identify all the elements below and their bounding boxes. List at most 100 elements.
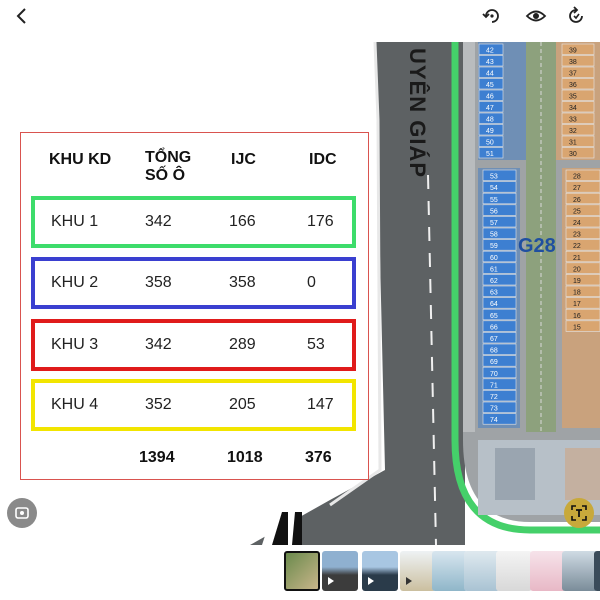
lot-number: 59 <box>490 243 498 250</box>
lot-cell <box>565 192 600 205</box>
lot-number: 45 <box>486 82 494 89</box>
lot-cell <box>565 285 600 297</box>
back-button[interactable] <box>8 2 36 30</box>
lot-cell <box>482 181 517 193</box>
lot-number: 15 <box>573 324 581 331</box>
lot-cell <box>482 227 517 239</box>
lot-cell <box>565 320 600 332</box>
lot-number: 49 <box>486 128 494 135</box>
zone-row-khu-3: KHU 3 342 289 53 <box>31 319 356 371</box>
lot-cell <box>478 124 504 136</box>
thumbnail[interactable] <box>562 551 598 591</box>
lot-number: 27 <box>573 185 581 192</box>
lot-number: 22 <box>573 243 581 250</box>
thumbnail[interactable] <box>362 551 398 591</box>
lot-number: 36 <box>569 82 577 89</box>
block-label: G28 <box>518 235 556 257</box>
lot-number: 19 <box>573 278 581 285</box>
lot-number: 32 <box>569 128 577 135</box>
rotate-icon <box>482 9 499 23</box>
lot-number: 53 <box>490 174 498 181</box>
lot-cell <box>482 297 517 309</box>
extract-text-button[interactable] <box>564 498 594 528</box>
eye-icon <box>525 10 547 22</box>
view-button[interactable] <box>522 2 550 30</box>
lot-cell <box>482 274 517 286</box>
block-green-border <box>451 42 600 534</box>
lot-number: 34 <box>569 105 577 112</box>
lot-cell <box>561 135 595 147</box>
lot-cell <box>561 55 595 67</box>
lot-number: 68 <box>490 348 498 355</box>
lot-cell <box>565 274 600 286</box>
zone-name: KHU 3 <box>51 336 99 353</box>
road-centerline <box>427 174 437 545</box>
header-tong-line1: TỔNG <box>145 149 192 166</box>
lot-number: 25 <box>573 208 581 215</box>
scan-image-button[interactable] <box>7 498 37 528</box>
lot-cell <box>478 66 504 78</box>
site-plan-map: 4243444546474849505153545556575859606162… <box>250 41 600 545</box>
lot-number: 65 <box>490 313 498 320</box>
lot-cell <box>482 204 517 216</box>
lot-number: 16 <box>573 313 581 320</box>
lot-cell <box>482 308 517 321</box>
header-tong-line2: SỐ Ô <box>145 167 186 184</box>
lot-cell <box>482 355 517 367</box>
lot-number: 31 <box>569 140 577 147</box>
video-play-icon <box>406 577 412 585</box>
zone-idc: 147 <box>307 396 334 413</box>
zone-idc: 176 <box>307 213 334 230</box>
lot-number: 50 <box>486 140 494 147</box>
lot-cell <box>561 101 595 113</box>
lot-number: 56 <box>490 208 498 215</box>
lot-number: 42 <box>486 48 494 55</box>
rotate-alt-button[interactable] <box>562 2 590 30</box>
lot-cell <box>482 320 517 332</box>
lot-number: 69 <box>490 359 498 366</box>
lot-number: 26 <box>573 197 581 204</box>
zone-name: KHU 2 <box>51 274 99 291</box>
rotate-button[interactable] <box>478 2 506 30</box>
lot-number: 21 <box>573 255 581 262</box>
lot-number: 71 <box>490 382 498 389</box>
zone-total: 352 <box>145 396 172 413</box>
road-surface <box>250 42 465 545</box>
header-ijc: IJC <box>231 151 256 168</box>
header-khu-kd: KHU KD <box>49 151 112 168</box>
lot-cell <box>565 308 600 321</box>
lot-cell <box>565 216 600 228</box>
thumbnail[interactable] <box>530 551 566 591</box>
lot-cell <box>561 112 595 124</box>
lot-number: 33 <box>569 117 577 124</box>
lot-cell <box>478 89 504 101</box>
lot-cell <box>482 378 517 390</box>
street-label: UYÊN GIÁP <box>405 48 430 179</box>
lot-cell <box>561 89 595 101</box>
lot-cell <box>565 181 600 193</box>
thumbnail[interactable] <box>432 551 468 591</box>
thumbnail[interactable] <box>496 551 532 591</box>
back-icon <box>16 8 26 24</box>
lot-cell <box>482 216 517 228</box>
thumbnail[interactable] <box>464 551 500 591</box>
lot-number: 17 <box>573 301 581 308</box>
lot-number: 24 <box>573 220 581 227</box>
lot-cell <box>482 401 517 413</box>
lot-cell <box>478 112 504 124</box>
zone-row-khu-2: KHU 2 358 358 0 <box>31 257 356 309</box>
lot-cell <box>478 147 504 159</box>
lot-cell <box>478 135 504 147</box>
lot-cell <box>482 366 517 379</box>
lot-cell <box>561 78 595 90</box>
zone-idc: 0 <box>307 274 316 291</box>
thumbnail[interactable] <box>594 551 600 591</box>
thumbnail[interactable] <box>322 551 358 591</box>
lot-cell <box>482 239 517 251</box>
zone-total: 342 <box>145 213 172 230</box>
image-scan-icon <box>15 507 29 519</box>
thumbnail[interactable] <box>400 551 436 591</box>
video-play-icon <box>368 577 374 585</box>
thumbnail[interactable] <box>284 551 320 591</box>
